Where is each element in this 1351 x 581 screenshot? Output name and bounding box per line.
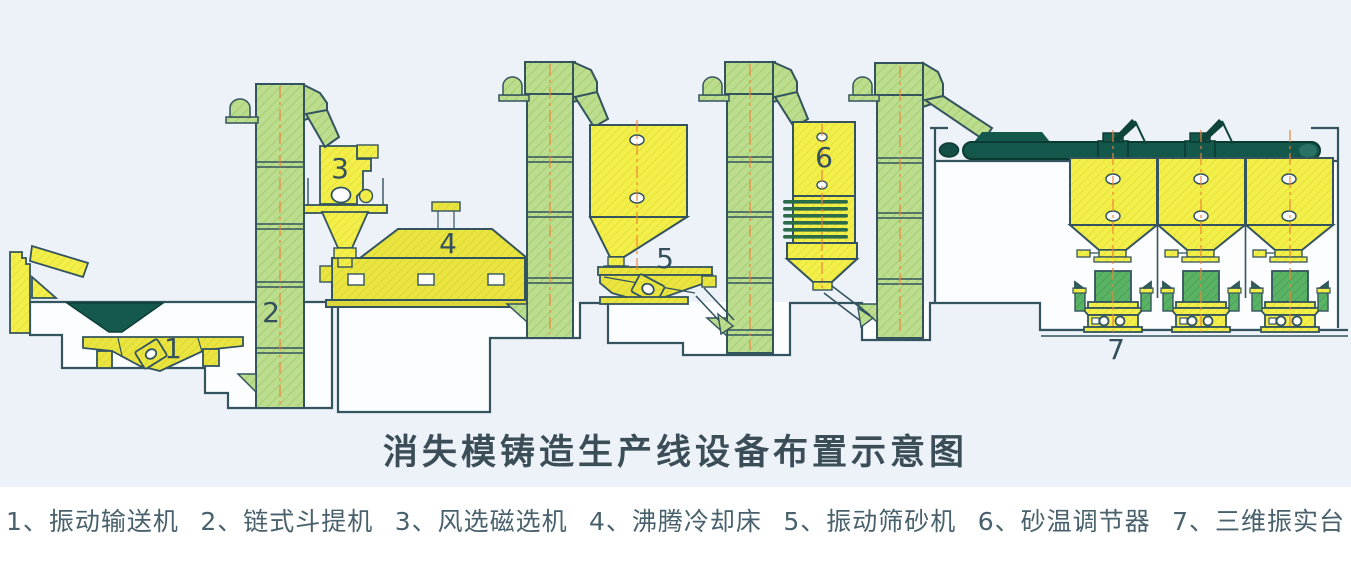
label-machine-3: 3 [331,152,349,185]
legend-item-4: 4、沸腾冷却床 [589,507,762,536]
legend-item-1: 1、振动输送机 [6,507,179,536]
legend-item-2: 2、链式斗提机 [200,507,374,536]
label-machine-5: 5 [656,242,674,275]
vibrating-conveyor-1 [82,336,244,372]
label-machine-2: 2 [262,296,280,329]
legend-strip-background [0,487,1351,581]
label-machine-1: 1 [164,332,182,365]
separator-3 [302,144,388,268]
label-machine-6: 6 [815,141,833,174]
label-machine-7: 7 [1107,333,1125,366]
diagram-title: 消失模铸造生产线设备布置示意图 [382,433,968,473]
bucket-elevator-c [698,60,810,354]
legend-item-6: 6、砂温调节器 [977,507,1151,536]
legend-item-7: 7、三维振实台 [1172,507,1345,536]
feed-hopper [64,302,166,333]
cooling-bed-4 [319,201,530,308]
equipment-legend: 1、振动输送机 2、链式斗提机 3、风选磁选机 4、沸腾冷却床 5、振动筛砂机 … [6,502,1345,538]
screen-silo-5 [588,124,691,272]
legend-item-5: 5、振动筛砂机 [783,507,957,536]
belt-conveyor [938,132,1321,160]
vibrating-screen-5 [597,266,735,336]
legend-item-3: 3、风选磁选机 [394,507,568,536]
label-machine-4: 4 [439,227,457,260]
center-lines [279,64,1291,404]
feed-platform [9,244,90,334]
